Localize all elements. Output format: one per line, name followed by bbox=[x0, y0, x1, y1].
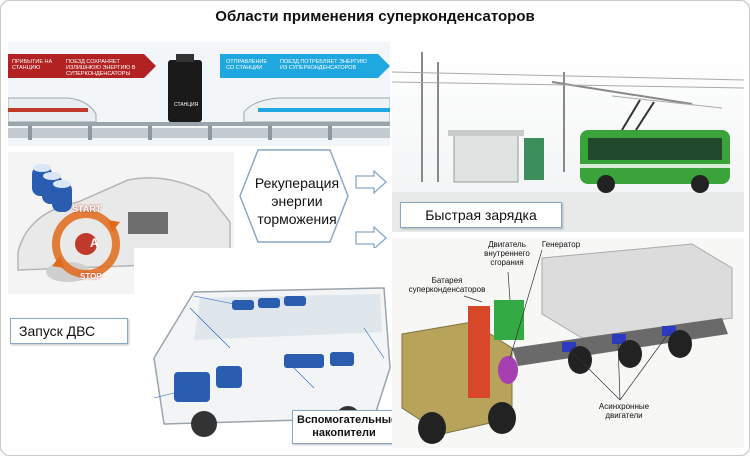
car-illustration bbox=[17, 164, 231, 282]
arrival-label: ПРИБЫТИЕ НА СТАНЦИЮ bbox=[12, 59, 53, 71]
engine-label: Двигатель внутреннего сгорания bbox=[484, 240, 530, 267]
center-letter: A bbox=[90, 236, 99, 250]
fast-charge-label: Быстрая зарядка bbox=[400, 202, 562, 228]
engine-block bbox=[494, 300, 524, 340]
car-panel: START A STOP bbox=[8, 152, 234, 294]
track bbox=[8, 122, 390, 126]
async-motors-label: Асинхронные двигатели bbox=[598, 402, 650, 420]
start-stop-cycle bbox=[52, 210, 120, 278]
arrival-text: ПОЕЗД СОХРАНЯЕТ ИЗЛИШНЮЮ ЭНЕРГИЮ В СУПЕР… bbox=[66, 59, 136, 77]
departure-text: ПОЕЗД ПОТРЕБЛЯЕТ ЭНЕРГИЮ ИЗ СУПЕРКОНДЕНС… bbox=[280, 59, 367, 71]
departure-label: ОТПРАВЛЕНИЕ СО СТАНЦИИ bbox=[226, 59, 268, 71]
supercap-cells bbox=[32, 164, 72, 212]
stop-label: STOP bbox=[80, 272, 102, 281]
truck-container bbox=[541, 243, 733, 339]
car-caption: Запуск ДВС bbox=[10, 318, 128, 344]
trolleybus-illustration bbox=[392, 52, 744, 232]
train-panel: ПРИБЫТИЕ НА СТАНЦИЮ ПОЕЗД СОХРАНЯЕТ ИЗЛИ… bbox=[8, 42, 390, 146]
car-body bbox=[17, 177, 231, 271]
station-label: СТАНЦИЯ bbox=[174, 102, 199, 108]
train-illustration bbox=[8, 54, 390, 140]
truck-panel: Двигатель внутреннего сгорания Генератор… bbox=[392, 238, 744, 448]
generator bbox=[498, 356, 518, 384]
async-motors bbox=[562, 326, 676, 352]
supercap-battery bbox=[468, 306, 490, 398]
departure-arrow bbox=[220, 54, 390, 78]
generator-label: Генератор bbox=[541, 240, 581, 249]
station-battery bbox=[168, 60, 202, 122]
arrow-to-truck bbox=[355, 226, 387, 250]
center-hexagon bbox=[239, 149, 349, 243]
arrow-to-fast-charge bbox=[355, 170, 387, 194]
slide-title: Области применения суперконденсаторов bbox=[215, 8, 535, 25]
truck-illustration bbox=[401, 243, 733, 444]
bus-caption: Вспомогательные накопители bbox=[292, 410, 397, 444]
bus-illustration bbox=[153, 287, 391, 437]
bus-storage-units bbox=[174, 296, 354, 402]
start-label: START bbox=[72, 204, 102, 214]
center-label: Рекуперация энергии торможения bbox=[254, 175, 340, 227]
arrival-arrow bbox=[8, 54, 156, 78]
battery-label: Батарея суперконденсаторов bbox=[408, 276, 486, 294]
fast-charge-panel bbox=[392, 42, 744, 232]
charging-station bbox=[453, 133, 519, 183]
